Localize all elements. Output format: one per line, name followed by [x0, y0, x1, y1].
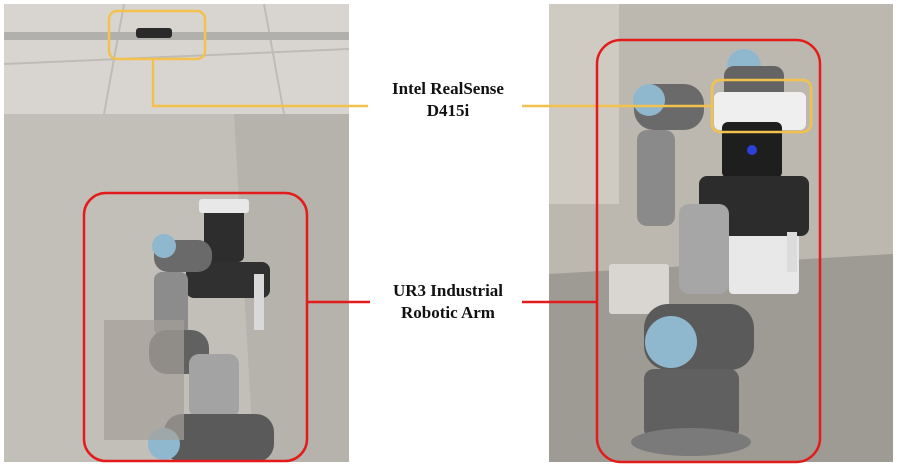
right-photo	[549, 4, 893, 462]
camera-label-line2: D415i	[426, 101, 470, 120]
left-photo	[4, 4, 349, 462]
arm-label-line1: UR3 Industrial	[392, 281, 504, 300]
ceiling-camera-icon	[136, 28, 172, 38]
arm-label-line2: Robotic Arm	[401, 303, 495, 322]
left-arm-highlight-box	[82, 191, 309, 463]
left-camera-leader-line	[151, 59, 368, 108]
left-camera-highlight-box	[107, 9, 207, 61]
camera-label: Intel RealSense D415i	[372, 78, 524, 122]
right-arm-highlight-box	[595, 38, 822, 464]
camera-label-line1: Intel RealSense	[392, 79, 504, 98]
ceiling-rail	[4, 32, 349, 40]
right-robot-arm	[631, 49, 809, 456]
left-photo-scene	[4, 4, 349, 462]
lab-equipment	[729, 234, 799, 294]
right-photo-scene	[549, 4, 893, 462]
arm-label: UR3 Industrial Robotic Arm	[372, 280, 524, 324]
right-camera-highlight-box	[710, 78, 813, 134]
